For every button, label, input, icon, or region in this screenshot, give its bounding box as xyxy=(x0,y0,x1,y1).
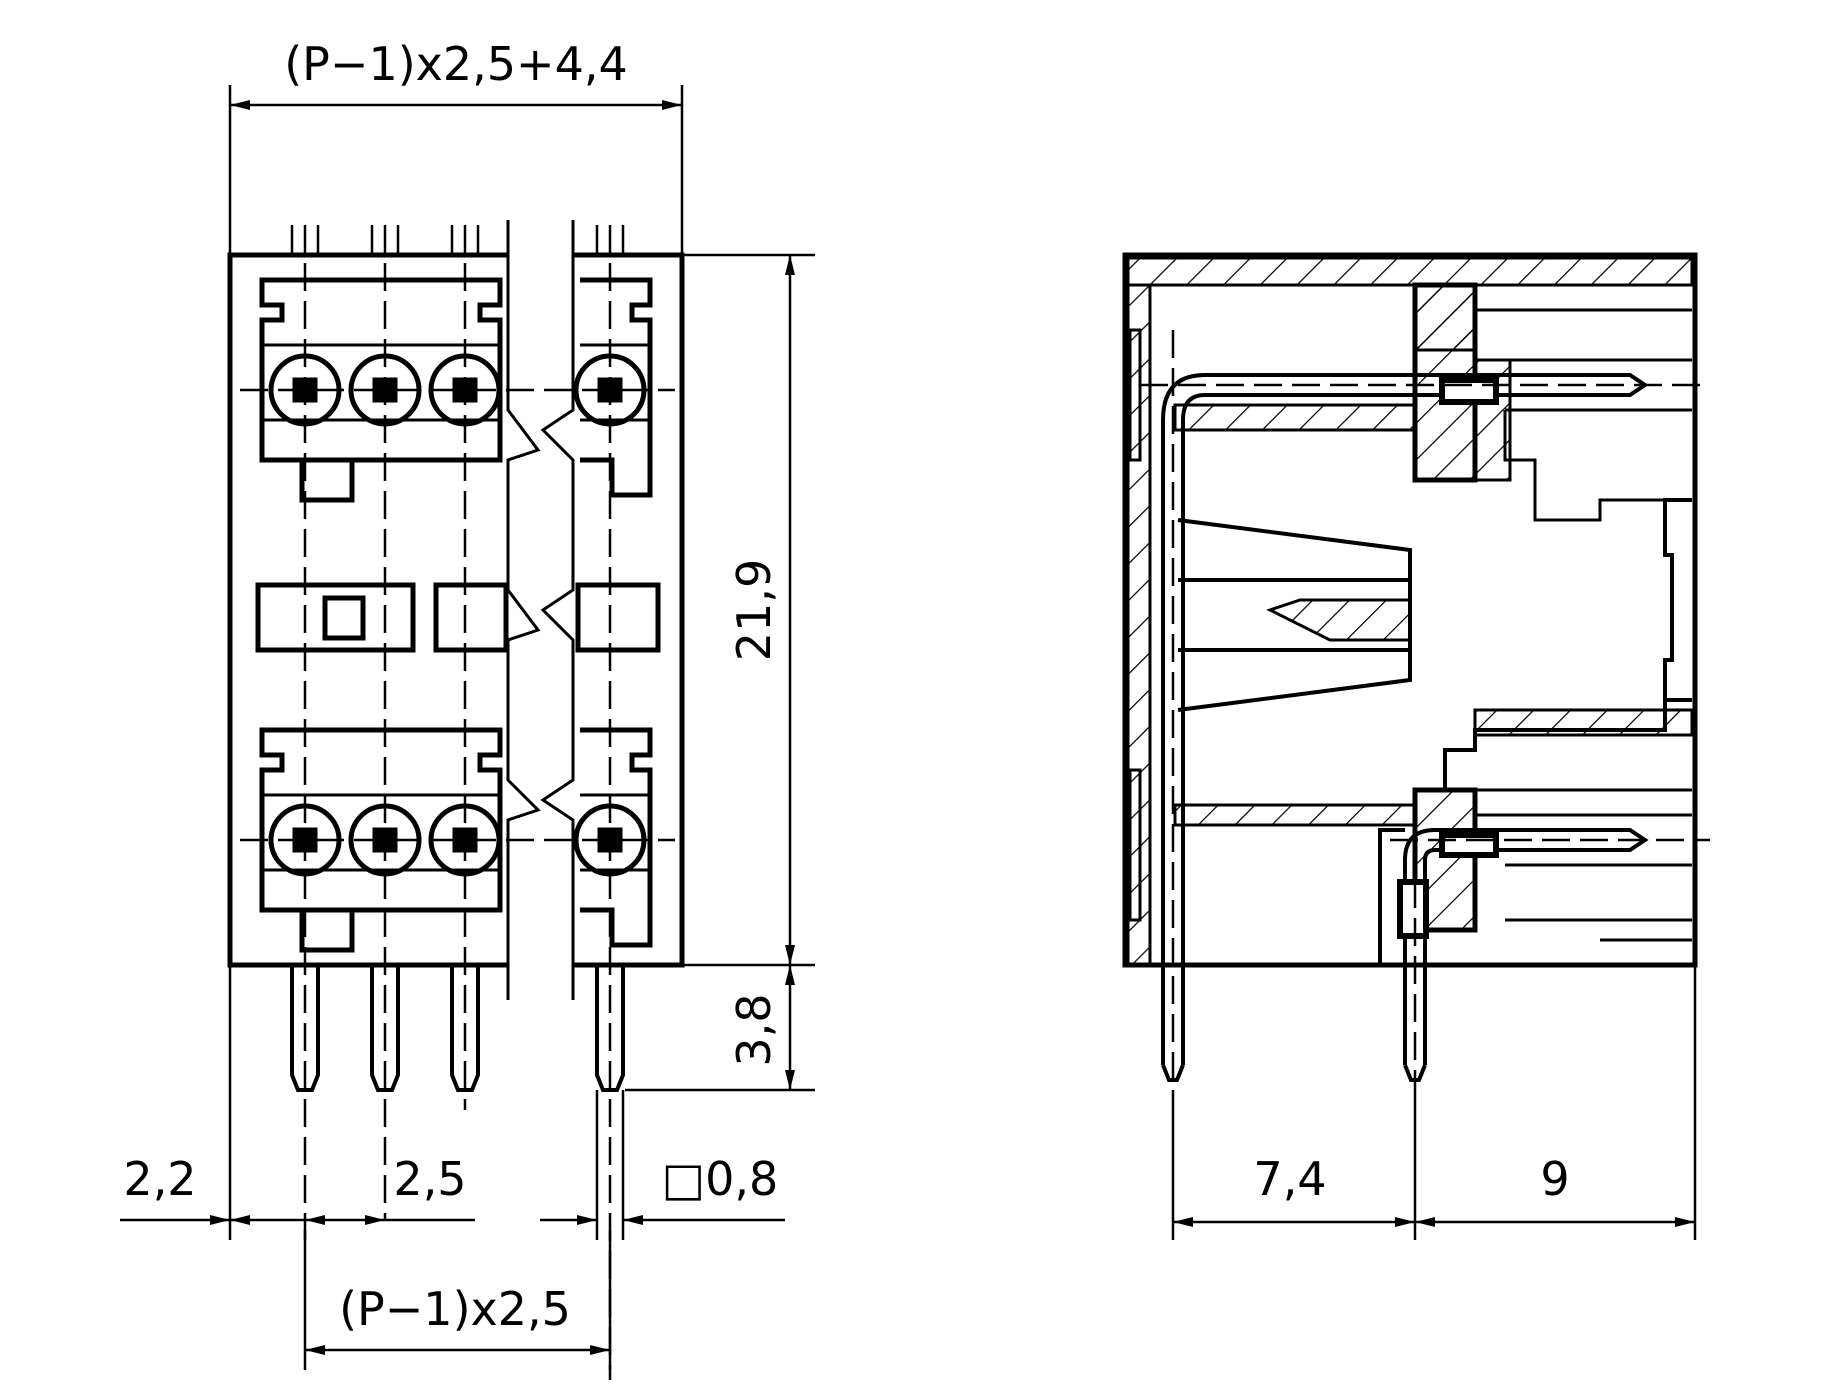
pin-centerlines xyxy=(240,225,675,1380)
upper-pin xyxy=(1161,373,1649,1065)
side-housing-outline xyxy=(1122,252,1698,968)
dim-pin-section: □0,8 xyxy=(662,1152,779,1206)
dim-edge-offset: 2,2 xyxy=(123,1152,196,1206)
front-view xyxy=(227,220,685,1380)
dim-depth-front: 7,4 xyxy=(1253,1152,1326,1206)
dim-pitch: 2,5 xyxy=(393,1152,466,1206)
dim-pin-length: 3,8 xyxy=(727,993,781,1066)
side-view-labels: 7,4 9 xyxy=(1253,1152,1569,1206)
housing-outline xyxy=(227,252,685,968)
dim-overall-width: (P−1)x2,5+4,4 xyxy=(284,37,628,91)
front-view-labels: (P−1)x2,5+4,4 21,9 3,8 2,2 2,5 □0,8 (P−1… xyxy=(123,37,781,1336)
front-view-dimensions xyxy=(120,85,815,1370)
dim-height: 21,9 xyxy=(727,559,781,661)
middle-latch-row xyxy=(255,582,661,653)
pin xyxy=(290,965,320,1092)
side-view-dimensions xyxy=(1171,965,1697,1240)
pins xyxy=(290,965,625,1092)
pin xyxy=(370,965,400,1092)
dim-pin-span: (P−1)x2,5 xyxy=(339,1282,571,1336)
break-line-left xyxy=(506,220,541,1000)
pin xyxy=(595,965,625,1092)
dim-depth-rear: 9 xyxy=(1540,1152,1569,1206)
side-view xyxy=(1122,252,1710,1090)
break-line-right xyxy=(540,220,575,1000)
pin xyxy=(450,965,480,1092)
